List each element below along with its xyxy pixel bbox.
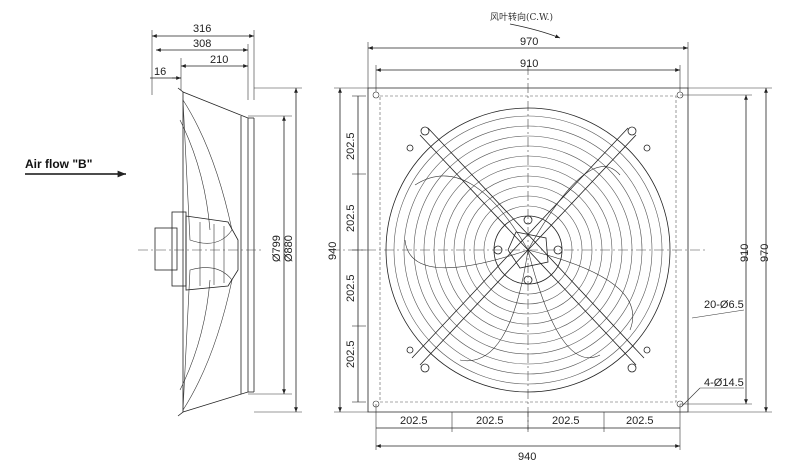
dim-210: 210 bbox=[210, 54, 228, 66]
dim-diameter-799: Ø799 bbox=[271, 235, 283, 262]
front-view: 970 910 940 202.5 202.5 202.5 202.5 910 … bbox=[327, 36, 772, 463]
side-view: 316 308 210 16 Ø799 Ø880 bbox=[138, 23, 302, 417]
dim-316: 316 bbox=[193, 23, 211, 35]
dim-bottom-pitch-2: 202.5 bbox=[476, 415, 504, 427]
dim-left-940: 940 bbox=[327, 242, 339, 260]
dim-16: 16 bbox=[154, 66, 166, 78]
dim-bottom-pitch-4: 202.5 bbox=[626, 415, 654, 427]
dim-bottom-940: 940 bbox=[518, 451, 536, 463]
dim-left-pitch-1: 202.5 bbox=[345, 132, 357, 160]
dim-top-970: 970 bbox=[520, 36, 538, 48]
dim-right-970: 970 bbox=[759, 244, 771, 262]
holes-callout-small: 20-Ø6.5 bbox=[704, 299, 744, 311]
rotation-direction-label: 风叶转向(C.W.) bbox=[490, 11, 553, 23]
holes-callout-large: 4-Ø14.5 bbox=[704, 377, 744, 389]
rotation-arrow bbox=[509, 23, 561, 39]
dim-left-pitch-3: 202.5 bbox=[345, 274, 357, 302]
dim-left-pitch-4: 202.5 bbox=[345, 340, 357, 368]
dim-left-pitch-2: 202.5 bbox=[345, 204, 357, 232]
dim-right-910: 910 bbox=[739, 244, 751, 262]
dim-bottom-pitch-1: 202.5 bbox=[400, 415, 428, 427]
dim-308: 308 bbox=[193, 38, 211, 50]
dim-diameter-880: Ø880 bbox=[283, 235, 295, 262]
airflow-label: Air flow "B" bbox=[25, 157, 92, 171]
dim-top-910: 910 bbox=[520, 58, 538, 70]
dim-bottom-pitch-3: 202.5 bbox=[552, 415, 580, 427]
